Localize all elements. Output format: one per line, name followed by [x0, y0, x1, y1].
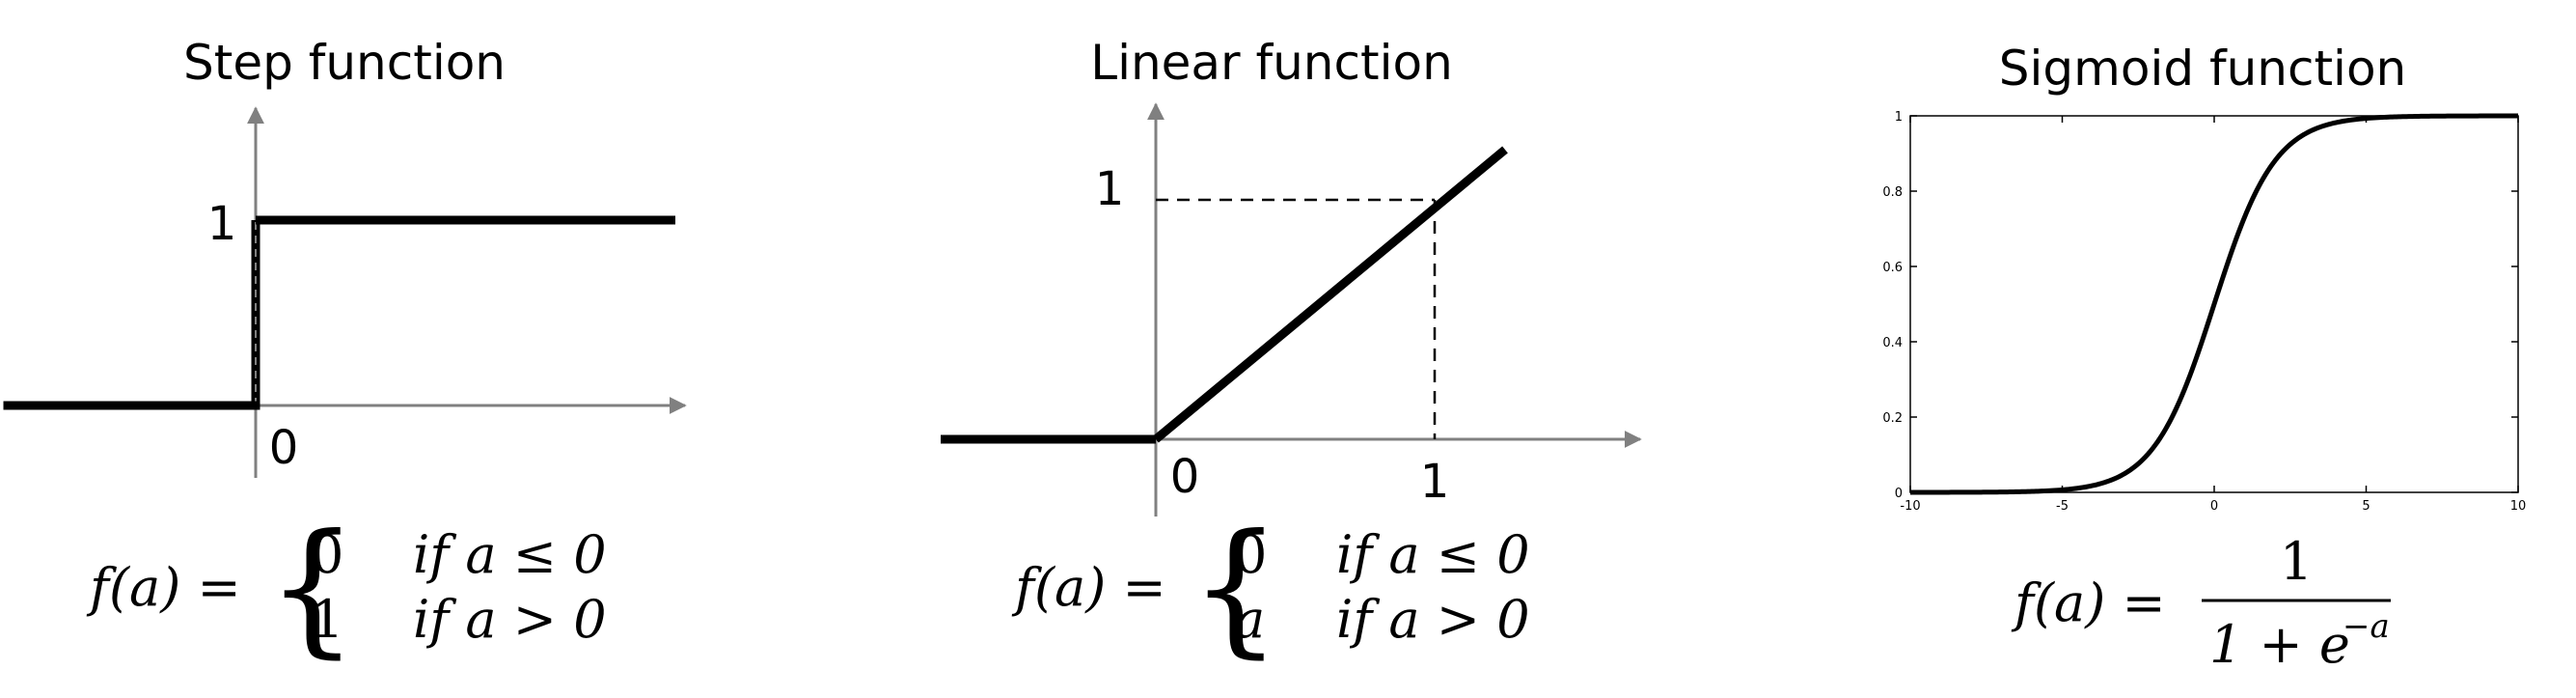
sigmoid-formula-exponent: −a — [2343, 607, 2390, 646]
linear-formula-brace: { — [1190, 504, 1281, 672]
linear-label-zero: 0 — [1170, 450, 1200, 504]
linear-label-one-x: 1 — [1420, 455, 1450, 509]
sigmoid-x-tick-label: 10 — [2510, 499, 2527, 514]
linear-formula-case2-cond: if a > 0 — [1336, 589, 1530, 650]
sigmoid-curve — [1910, 113, 2518, 495]
step-formula: f(a) = { 0 if a ≤ 0 1 if a > 0 — [86, 504, 607, 672]
linear-formula-case2-value: a — [1234, 589, 1265, 650]
sigmoid-y-tick-label: 0.2 — [1882, 411, 1903, 426]
step-formula-lhs: f(a) = — [86, 557, 241, 618]
step-function-title: Step function — [183, 35, 506, 91]
linear-curve-ramp — [1153, 146, 1508, 443]
sigmoid-function-title: Sigmoid function — [1999, 41, 2406, 97]
sigmoid-x-tick-label: 5 — [2362, 499, 2370, 514]
sigmoid-y-tick-label: 0.4 — [1882, 336, 1903, 350]
sigmoid-y-tick-label: 0.6 — [1882, 261, 1903, 275]
linear-formula: f(a) = { 0 if a ≤ 0 a if a > 0 — [1011, 504, 1530, 672]
step-formula-brace: { — [266, 504, 358, 672]
linear-label-one-y: 1 — [1095, 162, 1125, 216]
sigmoid-x-tick-label: -10 — [1900, 499, 1920, 514]
sigmoid-formula-denominator: 1 + e — [2209, 614, 2350, 675]
linear-function-title: Linear function — [1090, 35, 1453, 91]
sigmoid-formula: f(a) = 1 1 + e −a — [2011, 531, 2391, 675]
sigmoid-y-tick-label: 1 — [1895, 110, 1903, 125]
sigmoid-tick-labels: -10 -5 0 5 10 0 0.2 0.4 0.6 0.8 1 — [1882, 110, 2526, 514]
sigmoid-y-tick-label: 0.8 — [1882, 185, 1903, 200]
sigmoid-y-tick-label: 0 — [1895, 487, 1903, 501]
step-formula-case2-value: 1 — [311, 589, 343, 650]
step-formula-case2-cond: if a > 0 — [413, 589, 607, 650]
sigmoid-x-tick-label: 0 — [2210, 499, 2218, 514]
step-label-one: 1 — [207, 197, 237, 251]
linear-formula-case1-value: 0 — [1234, 524, 1267, 585]
linear-formula-lhs: f(a) = — [1011, 557, 1166, 618]
step-label-zero: 0 — [269, 421, 299, 475]
step-formula-case1-cond: if a ≤ 0 — [413, 524, 607, 585]
sigmoid-formula-numerator: 1 — [2280, 531, 2313, 592]
step-function-panel: Step function 1 0 f(a) = { 0 if a ≤ 0 1 … — [3, 35, 687, 672]
sigmoid-x-tick-label: -5 — [2056, 499, 2069, 514]
linear-formula-case1-cond: if a ≤ 0 — [1336, 524, 1530, 585]
sigmoid-formula-lhs: f(a) = — [2011, 572, 2166, 633]
sigmoid-function-panel: Sigmoid function -10 -5 0 5 10 0 0.2 0.4 0.6 0.8 1… — [1882, 41, 2526, 675]
linear-function-panel: Linear function 1 0 1 f(a) = { 0 if a ≤ … — [941, 35, 1642, 672]
step-formula-case1-value: 0 — [311, 524, 343, 585]
